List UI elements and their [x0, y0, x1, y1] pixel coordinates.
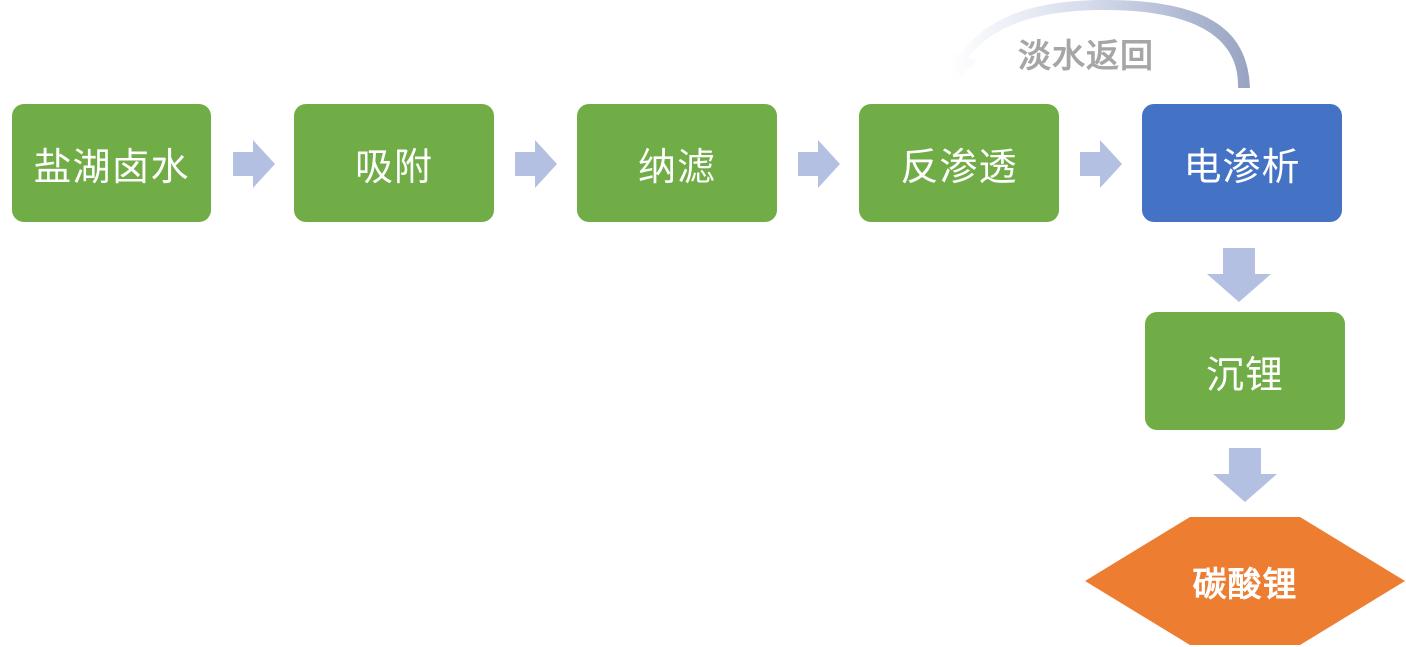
node-adsorption: 吸附	[294, 104, 494, 222]
product-label: 碳酸锂	[1192, 564, 1298, 605]
node-nanofiltration: 纳滤	[577, 104, 777, 222]
node-salt-lake-brine: 盐湖卤水	[12, 104, 211, 222]
node-lithium-precipitation: 沉锂	[1145, 312, 1345, 430]
return-flow-label: 淡水返回	[1018, 36, 1154, 75]
arrow-down-1	[1207, 248, 1271, 302]
arrow-right-2	[515, 140, 557, 188]
hexagon-shape	[1085, 517, 1405, 645]
node-reverse-osmosis: 反渗透	[859, 104, 1059, 222]
arrow-right-1	[233, 140, 275, 188]
arrow-down-2	[1213, 448, 1277, 502]
arrow-right-4	[1080, 140, 1122, 188]
node-electrodialysis: 电渗析	[1142, 104, 1342, 222]
arrow-right-3	[798, 140, 840, 188]
node-lithium-carbonate: 碳酸锂	[1085, 517, 1405, 645]
